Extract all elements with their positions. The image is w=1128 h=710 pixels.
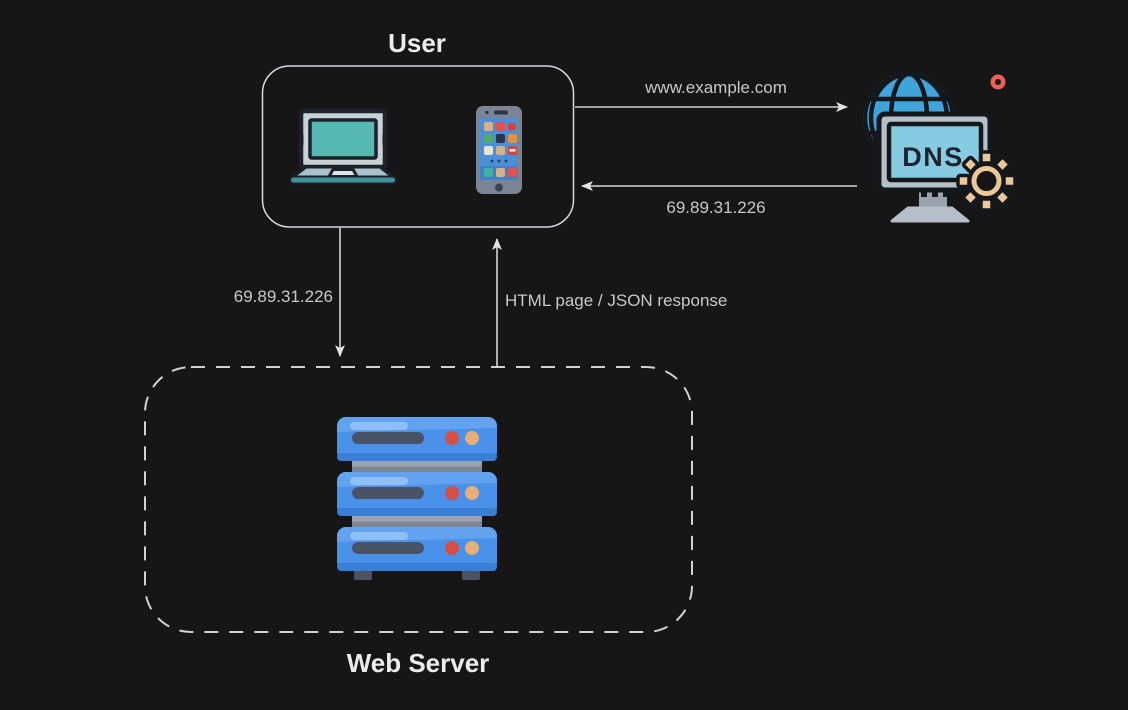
web-server-group-box [144,366,693,633]
dns-globe-monitor-gear-icon: DNS [863,72,1017,223]
user-group-title: User [388,28,446,58]
server-unit-2 [337,472,497,516]
server-rack-icon [337,417,497,580]
edge-label-server-response: HTML page / JSON response [505,291,728,310]
laptop-icon [289,108,397,185]
edge-label-dns-request: www.example.com [645,78,787,97]
edge-label-server-request: 69.89.31.226 [233,287,333,306]
monitor-stand [890,206,970,223]
server-unit-1 [337,417,497,461]
rack-connectors [352,459,482,528]
gear-icon [956,150,1017,212]
dns-monitor-icon: DNS [876,111,993,197]
dns-monitor-label: DNS [902,142,964,172]
server-unit-3 [337,527,497,571]
edge-label-dns-response: 69.89.31.226 [666,198,766,217]
web-server-group-title: Web Server [346,648,490,678]
smartphone-icon [476,106,522,194]
notification-dot-icon [990,74,1006,90]
user-group-box [261,65,575,228]
